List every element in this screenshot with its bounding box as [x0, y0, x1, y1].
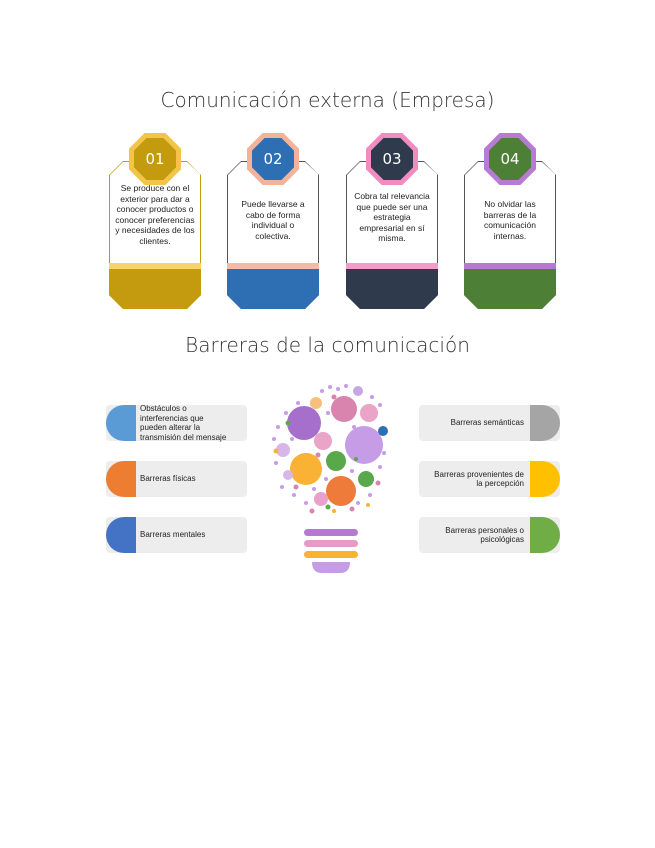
card-text: Puede llevarse a cabo de forma individua… — [241, 199, 305, 241]
lightbulb-illustration — [272, 384, 388, 573]
pill-cap — [530, 405, 560, 441]
barrier-item-physical: Barreras físicas — [106, 461, 247, 497]
card-bottom — [109, 269, 201, 309]
barrier-label: Barreras personales o psicológicas — [445, 525, 524, 545]
card-text: Se produce con el exterior para dar a co… — [115, 183, 195, 246]
card-03: Cobra tal relevancia que puede ser una e… — [346, 133, 438, 309]
barrier-label: Obstáculos o interferencias que pueden a… — [140, 404, 227, 442]
card-04: No olvidar las barreras de la comunicaci… — [464, 133, 556, 309]
card-number: 03 — [371, 138, 413, 180]
card-number: 01 — [134, 138, 176, 180]
card-number: 02 — [252, 138, 294, 180]
section-title-external-communication: Comunicación externa (Empresa) — [160, 88, 495, 112]
barrier-item-mental: Barreras mentales — [106, 517, 247, 553]
barrier-item-semantic: Barreras semánticas — [419, 405, 560, 441]
pill-cap — [106, 461, 136, 497]
pill-cap — [106, 405, 136, 441]
card-01: Se produce con el exterior para dar a co… — [109, 133, 201, 309]
card-bottom — [227, 269, 319, 309]
card-text: No olvidar las barreras de la comunicaci… — [483, 199, 537, 241]
barrier-label: Barreras semánticas — [450, 418, 524, 428]
barrier-label: Barreras físicas — [140, 474, 196, 484]
card-stripe — [227, 263, 319, 269]
barrier-item-obstacles: Obstáculos o interferencias que pueden a… — [106, 404, 247, 442]
card-02: Puede llevarse a cabo de forma individua… — [227, 133, 319, 309]
section-title-communication-barriers: Barreras de la comunicación — [185, 333, 470, 357]
barrier-label: Barreras provenientes de la percepción — [434, 469, 524, 489]
barrier-item-psychological: Barreras personales o psicológicas — [419, 517, 560, 553]
card-bottom — [346, 269, 438, 309]
card-text: Cobra tal relevancia que puede ser una e… — [354, 191, 430, 243]
pill-cap — [106, 517, 136, 553]
pill-cap — [530, 517, 560, 553]
barrier-item-perception: Barreras provenientes de la percepción — [419, 461, 560, 497]
barrier-label: Barreras mentales — [140, 530, 206, 540]
card-number: 04 — [489, 138, 531, 180]
card-stripe — [109, 263, 201, 269]
card-stripe — [346, 263, 438, 269]
pill-cap — [530, 461, 560, 497]
card-stripe — [464, 263, 556, 269]
card-bottom — [464, 269, 556, 309]
